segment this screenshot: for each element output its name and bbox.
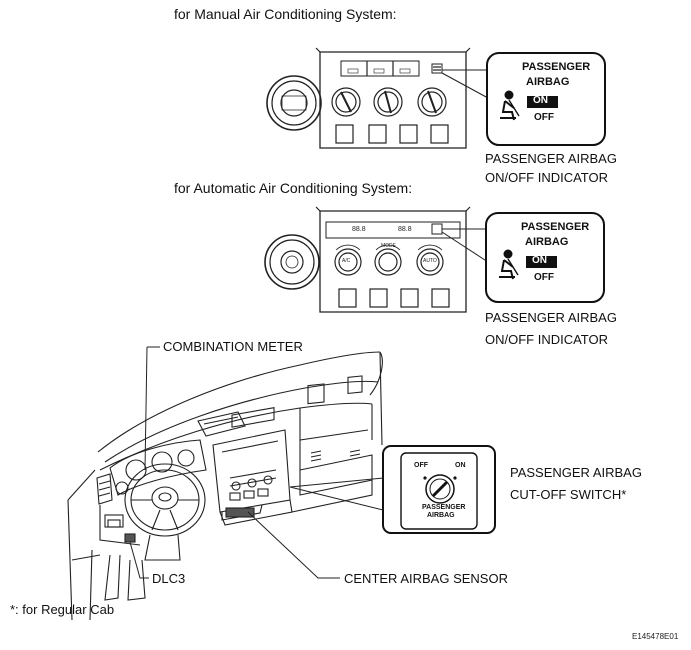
figure-code: E145478E01 [632,632,679,641]
auto-indicator-label-line1: PASSENGER AIRBAG [485,310,617,325]
cutoff-switch-knob-icon [423,474,457,504]
auto-knob-center-label: MODE [381,243,396,249]
dashboard-illustration [67,351,383,621]
auto-knob-right-label: AUTO [423,258,437,264]
manual-callout-airbag: AIRBAG [526,76,570,88]
auto-knob-left-label: A/C [342,258,351,264]
auto-display-right: 88.8 [398,226,412,233]
manual-ac-heading: for Manual Air Conditioning System: [174,6,397,22]
manual-indicator-label-line1: PASSENGER AIRBAG [485,151,617,166]
dlc3-label: DLC3 [152,571,186,586]
cutoff-switch-knob-text-2: AIRBAG [427,512,455,519]
auto-callout-passenger: PASSENGER [521,221,590,233]
auto-passenger-airbag-callout [485,212,605,303]
auto-callout-on: ON [532,255,547,266]
seatbelt-person-icon [500,90,520,121]
cutoff-switch-knob-text-1: PASSENGER [422,504,466,511]
cutoff-switch-off-mark: OFF [414,462,428,469]
automatic-ac-heading: for Automatic Air Conditioning System: [174,180,413,196]
cutoff-switch-callout [289,445,496,534]
cutoff-switch-label-line1: PASSENGER AIRBAG [510,465,642,480]
manual-passenger-airbag-callout [486,52,606,146]
cutoff-switch-on-mark: ON [455,462,466,469]
auto-indicator-label-line2: ON/OFF INDICATOR [485,332,609,347]
footnote-regular-cab: *: for Regular Cab [10,602,115,617]
label-leader-lines [129,346,340,579]
automatic-ac-control-panel [264,206,489,313]
manual-callout-off: OFF [534,112,554,123]
auto-callout-airbag: AIRBAG [525,236,569,248]
combination-meter-label: COMBINATION METER [163,339,303,354]
center-airbag-sensor-label: CENTER AIRBAG SENSOR [344,571,508,586]
seatbelt-person-icon [499,249,519,280]
manual-callout-passenger: PASSENGER [522,61,591,73]
manual-indicator-label-line2: ON/OFF INDICATOR [485,170,609,185]
auto-callout-off: OFF [534,272,554,283]
auto-display-left: 88.8 [352,226,366,233]
cutoff-switch-label-line2: CUT-OFF SWITCH* [510,487,627,502]
manual-ac-control-panel [266,47,489,149]
manual-callout-on: ON [533,95,548,106]
